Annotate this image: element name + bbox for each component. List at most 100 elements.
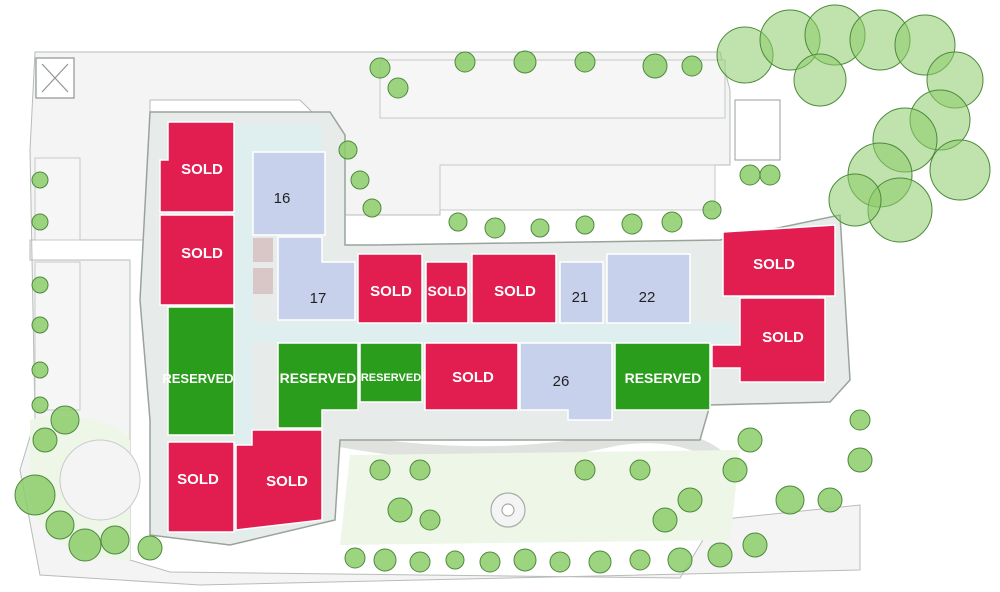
unit-sold-1[interactable]	[159, 121, 235, 213]
tree	[409, 551, 431, 573]
kiosk-cross	[41, 63, 69, 93]
unit-reserved-2[interactable]	[277, 342, 359, 429]
unit-reserved-4[interactable]	[614, 342, 711, 411]
unit-label: 17	[310, 290, 327, 307]
tree	[722, 457, 748, 483]
tree	[702, 200, 722, 220]
tree	[588, 550, 612, 574]
unit-sold-7[interactable]	[471, 253, 557, 324]
unit-label: 21	[572, 289, 589, 306]
tree	[31, 316, 49, 334]
tree	[847, 447, 873, 473]
tree	[828, 173, 882, 227]
tree	[344, 547, 366, 569]
tree	[707, 542, 733, 568]
unit-16[interactable]	[252, 151, 326, 236]
tree	[759, 164, 781, 186]
unit-reserved-3[interactable]	[359, 342, 423, 403]
unit-26[interactable]	[519, 342, 613, 421]
tree	[677, 487, 703, 513]
parking-area-middle	[439, 164, 716, 211]
tree	[362, 198, 382, 218]
unit-label: SOLD	[181, 161, 223, 178]
unit-sold-8[interactable]	[722, 224, 836, 297]
unit-label: RESERVED	[280, 370, 357, 386]
unit-sold-2[interactable]	[159, 214, 235, 306]
tree	[549, 551, 571, 573]
tree	[373, 548, 397, 572]
unit-17[interactable]	[277, 236, 356, 321]
outbuilding	[734, 99, 781, 161]
unit-22[interactable]	[606, 253, 691, 324]
unit-21[interactable]	[559, 261, 604, 324]
unit-sold-5[interactable]	[357, 253, 423, 324]
fountain-inner	[501, 503, 515, 517]
tree	[575, 215, 595, 235]
tree	[929, 139, 991, 201]
tree	[739, 164, 761, 186]
tree	[369, 459, 391, 481]
corridor-top-right	[252, 125, 322, 155]
unit-sold-9[interactable]	[711, 297, 826, 383]
unit-label: SOLD	[266, 473, 308, 490]
tree	[574, 51, 596, 73]
stair-2	[253, 268, 273, 294]
tree	[454, 51, 476, 73]
tree	[479, 551, 501, 573]
unit-labels-layer: SOLD SOLD RESERVED SOLD SOLD 16 17 SOLD …	[162, 161, 804, 490]
tree	[50, 405, 80, 435]
tree	[31, 396, 49, 414]
courtyard-circle	[59, 439, 141, 521]
tree	[530, 218, 550, 238]
unit-label: 26	[553, 373, 570, 390]
unit-sold-6[interactable]	[425, 261, 469, 324]
tree	[793, 53, 847, 107]
tree	[31, 361, 49, 379]
tree	[667, 547, 693, 573]
tree	[817, 487, 843, 513]
unit-label: SOLD	[452, 369, 494, 386]
tree	[45, 510, 75, 540]
unit-label: RESERVED	[162, 371, 233, 386]
tree	[445, 550, 465, 570]
trees-layer	[14, 4, 991, 574]
parking-area-top	[379, 59, 726, 119]
tree	[652, 507, 678, 533]
unit-label: RESERVED	[625, 370, 702, 386]
tree	[574, 459, 596, 481]
tree	[484, 217, 506, 239]
tree	[100, 525, 130, 555]
unit-sold-3[interactable]	[167, 441, 235, 533]
tree	[338, 140, 358, 160]
tree	[31, 171, 49, 189]
tree	[31, 276, 49, 294]
unit-reserved-1[interactable]	[167, 306, 235, 436]
unit-label: 22	[639, 289, 656, 306]
unit-sold-10[interactable]	[424, 342, 519, 411]
tree	[387, 497, 413, 523]
tree	[742, 532, 768, 558]
unit-sold-4[interactable]	[235, 429, 323, 531]
tree	[387, 77, 409, 99]
tree	[68, 528, 102, 562]
tree	[681, 55, 703, 77]
unit-label: RESERVED	[361, 372, 421, 384]
unit-label: SOLD	[177, 471, 219, 488]
tree	[737, 427, 763, 453]
tree	[419, 509, 441, 531]
unit-label: SOLD	[494, 283, 536, 300]
unit-label: SOLD	[428, 283, 467, 299]
tree	[32, 427, 58, 453]
unit-label: SOLD	[762, 329, 804, 346]
tree	[849, 409, 871, 431]
tree	[775, 485, 805, 515]
tree	[14, 474, 56, 516]
unit-label: SOLD	[753, 256, 795, 273]
unit-label: SOLD	[181, 245, 223, 262]
tree	[661, 211, 683, 233]
garden-path	[338, 429, 736, 475]
tree	[642, 53, 668, 79]
tree	[369, 57, 391, 79]
